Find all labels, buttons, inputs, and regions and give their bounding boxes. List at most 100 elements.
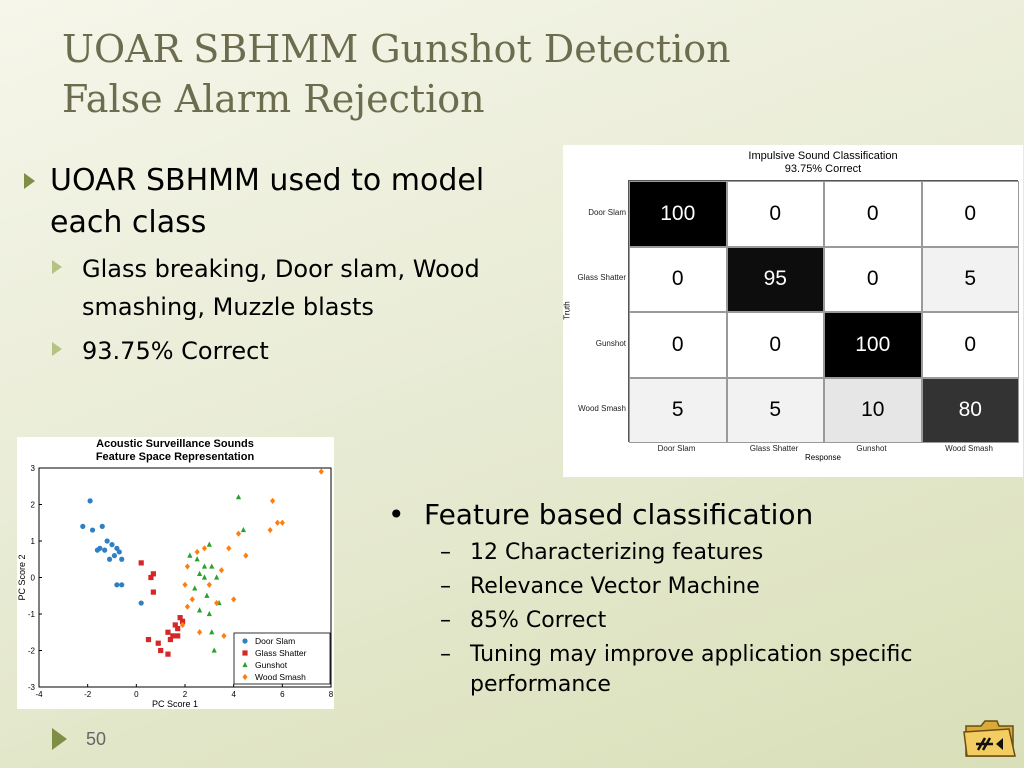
- scatter-point: [114, 545, 120, 551]
- cm-cell: 0: [921, 312, 1019, 378]
- sub-bullet: 93.75% Correct: [52, 332, 542, 370]
- right-sub-text: 12 Characterizing features: [470, 540, 764, 565]
- scatter-point: [182, 581, 188, 588]
- scatter-point: [214, 599, 220, 607]
- scatter-point: [158, 647, 164, 654]
- scatter-point: [206, 610, 212, 617]
- scatter-x-tick-label: -2: [84, 690, 92, 699]
- cm-cell: 5: [726, 377, 824, 443]
- scatter-legend-marker: [242, 638, 248, 644]
- scatter-point: [192, 585, 198, 591]
- right-sub-text: Relevance Vector Machine: [470, 574, 760, 599]
- scatter-point: [80, 523, 86, 529]
- scatter-point: [150, 571, 156, 577]
- scatter-point: [119, 556, 125, 562]
- scatter-point: [114, 582, 120, 588]
- scatter-point: [119, 582, 125, 588]
- cm-row-label: Gunshot: [595, 338, 626, 348]
- cm-cell: 100: [629, 181, 727, 247]
- scatter-y-tick-label: -3: [28, 683, 36, 692]
- scatter-point: [145, 636, 152, 643]
- scatter-subtitle: Feature Space Representation: [96, 451, 255, 463]
- scatter-point: [94, 547, 100, 553]
- scatter-point: [204, 592, 210, 598]
- scatter-point: [172, 622, 178, 628]
- scatter-point: [209, 629, 215, 635]
- scatter-y-tick-label: 3: [31, 464, 36, 473]
- scatter-point: [138, 560, 144, 566]
- scatter-point: [270, 497, 276, 504]
- bullet-main: UOAR SBHMM used to model each class: [22, 160, 542, 244]
- bullet-dot-icon: •: [388, 498, 405, 531]
- dash-icon: –: [440, 540, 451, 565]
- cm-subtitle-text: 93.75% Correct: [784, 163, 862, 175]
- scatter-point: [116, 549, 122, 555]
- right-sub-text: 85% Correct: [470, 608, 607, 633]
- scatter-x-tick-label: 2: [183, 690, 188, 699]
- cm-row-label: Glass Shatter: [577, 273, 626, 283]
- scatter-point: [206, 581, 212, 588]
- scatter-point: [148, 574, 154, 581]
- confusion-matrix-title: Impulsive Sound Classification 93.75% Co…: [628, 150, 1018, 176]
- scatter-point: [102, 547, 108, 553]
- scatter-point: [138, 600, 144, 606]
- scatter-point: [89, 527, 96, 533]
- scatter-point: [197, 607, 203, 613]
- scatter-point: [179, 621, 186, 629]
- scatter-point: [235, 530, 242, 537]
- scatter-legend-label: Door Slam: [255, 636, 295, 646]
- left-bullet-list: UOAR SBHMM used to model each class Glas…: [22, 160, 542, 370]
- scatter-y-tick-label: -2: [28, 647, 36, 656]
- cm-row-label: Door Slam: [588, 207, 626, 217]
- scatter-point: [194, 548, 200, 556]
- scatter-legend-label: Gunshot: [255, 660, 288, 670]
- scatter-legend-label: Glass Shatter: [255, 648, 307, 658]
- scatter-point: [194, 556, 200, 562]
- scatter-point: [179, 618, 186, 624]
- cm-cell: 80: [921, 377, 1019, 443]
- cm-cell: 0: [824, 246, 922, 312]
- scatter-point: [187, 552, 193, 558]
- scatter-point: [201, 545, 208, 552]
- scatter-x-tick-label: 6: [280, 690, 285, 699]
- scatter-point: [221, 632, 227, 639]
- scatter-legend-marker: [242, 650, 248, 656]
- scatter-y-tick-label: 0: [31, 574, 36, 583]
- cm-cell: 0: [921, 181, 1019, 247]
- scatter-legend-label: Wood Smash: [255, 672, 306, 682]
- scatter-point: [318, 468, 324, 475]
- scatter-ylabel: PC Score 2: [17, 554, 27, 600]
- play-icon[interactable]: [52, 728, 67, 750]
- scatter-point: [226, 545, 232, 552]
- cm-cell: 100: [824, 312, 922, 378]
- scatter-point: [106, 556, 113, 562]
- cm-cell: 0: [726, 181, 824, 247]
- title-line-1: UOAR SBHMM Gunshot Detection: [62, 27, 731, 71]
- right-sub-bullet: –Tuning may improve application specific…: [388, 640, 1008, 700]
- cm-cell: 5: [921, 246, 1019, 312]
- scatter-point: [189, 596, 195, 603]
- scatter-point: [201, 574, 208, 580]
- scatter-point: [240, 526, 246, 533]
- scatter-xlabel: PC Score 1: [152, 699, 198, 709]
- scatter-point: [150, 589, 156, 595]
- folder-icon[interactable]: [963, 716, 1017, 764]
- dash-icon: –: [440, 608, 451, 633]
- sub-bullet-text: 93.75% Correct: [82, 337, 269, 365]
- scatter-point: [165, 651, 171, 657]
- right-sub-bullet: –12 Characterizing features: [388, 538, 1008, 568]
- cm-cell: 10: [824, 377, 922, 443]
- scatter-x-tick-label: 0: [134, 690, 139, 699]
- right-sub-text: Tuning may improve application specific …: [470, 642, 913, 697]
- scatter-legend-marker: [242, 673, 248, 681]
- right-bullet-list: • Feature based classification –12 Chara…: [388, 496, 1008, 700]
- scatter-point: [206, 541, 212, 547]
- page-number: 50: [86, 729, 107, 749]
- cm-ylabel: Truth: [562, 301, 572, 320]
- cm-xlabel: Response: [804, 453, 842, 462]
- scatter-point: [197, 629, 203, 636]
- scatter-title: Acoustic Surveillance Sounds: [96, 438, 254, 450]
- right-sub-bullet: –85% Correct: [388, 606, 1008, 636]
